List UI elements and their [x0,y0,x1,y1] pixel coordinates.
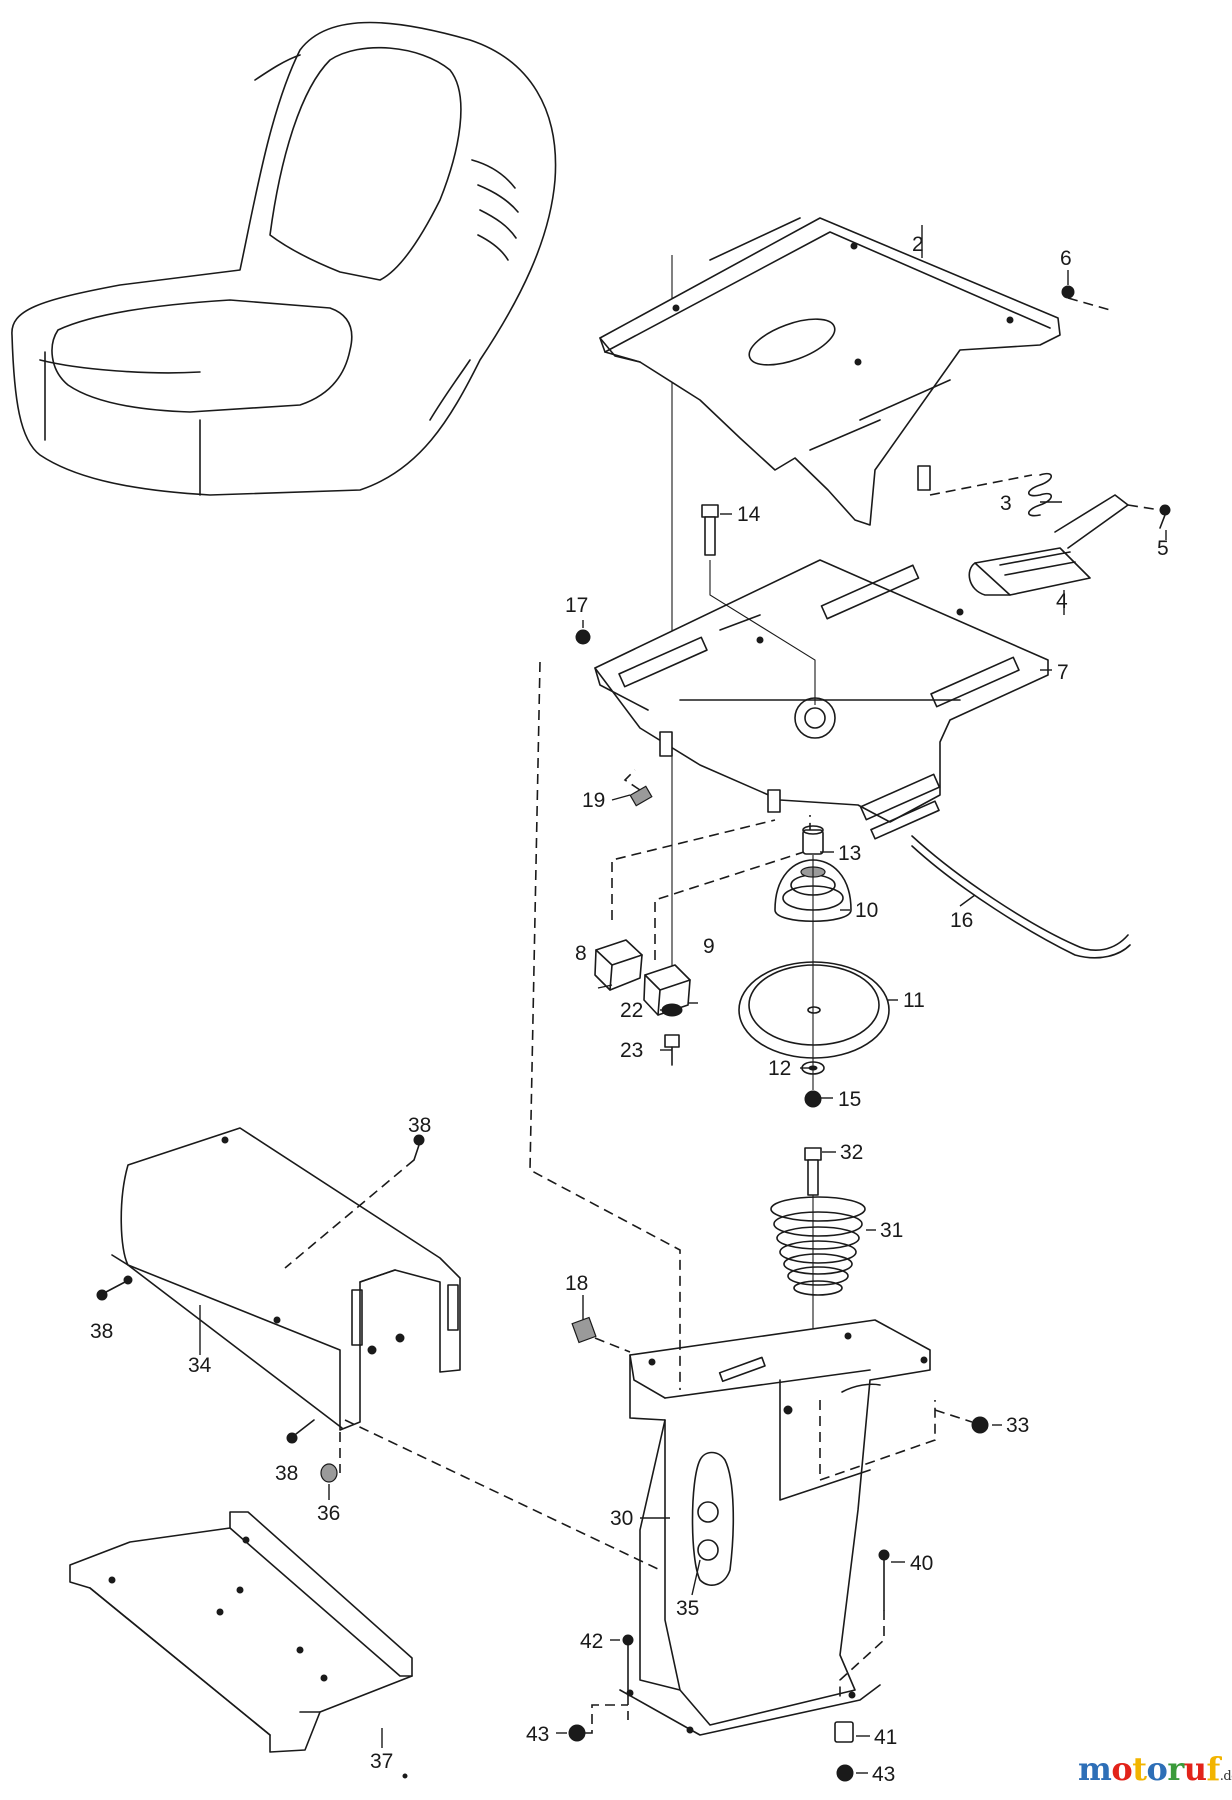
switch-8-guide [611,819,776,920]
callout-40: 40 [910,1552,933,1575]
callout-36: 36 [317,1502,340,1525]
callout-4: 4 [1056,590,1068,613]
part-37-base-plate [69,1511,413,1753]
brand-suffix: .de [1219,1769,1232,1784]
brand-letter: r [1167,1750,1184,1788]
part-8-switch [594,939,643,991]
brand-wordmark: motoruf [1078,1750,1220,1788]
callout-7: 7 [1057,661,1069,684]
part-32-bolt [804,1147,822,1196]
callout-11: 11 [903,989,925,1012]
callout-18: 18 [565,1272,588,1295]
part-36-nut [320,1432,341,1483]
part-34-cover [111,1127,461,1431]
part-5-bolt [1127,504,1171,529]
callout-43-left: 43 [526,1723,549,1746]
callout-leaders [199,225,1167,1774]
pedestal-guide [819,1400,936,1482]
part-11-plate [738,961,890,1059]
callout-43-right: 43 [872,1763,895,1786]
callout-31: 31 [880,1219,903,1242]
brand-letter: f [1206,1750,1220,1788]
brand-letter: t [1132,1750,1147,1788]
callout-13: 13 [838,842,861,865]
callout-3: 3 [1000,492,1012,515]
callout-38-top: 38 [408,1114,431,1137]
part-33-nut [934,1409,989,1434]
part-41-spacer [834,1721,854,1743]
part-2-seat-plate [599,217,1061,526]
callout-15: 15 [838,1088,861,1111]
part-15-nut [804,1090,822,1108]
callout-9: 9 [703,935,715,958]
part-6-nut [1061,285,1111,311]
callout-33: 33 [1006,1414,1029,1437]
callout-14: 14 [737,503,761,526]
callout-5: 5 [1157,537,1169,560]
part-30-pedestal [619,1319,931,1736]
part-17-nut [575,629,591,645]
callout-16: 16 [950,909,973,932]
callout-35: 35 [676,1597,699,1620]
callout-6: 6 [1060,247,1072,270]
callout-8: 8 [575,942,587,965]
part-38-screw-lower [286,1419,315,1444]
motoruf-logo: motoruf.de [1078,1750,1232,1788]
callout-23: 23 [620,1039,643,1062]
part-13-bushing [802,825,824,855]
brand-letter: o [1146,1750,1168,1788]
callout-17: 17 [565,594,588,617]
callout-30: 30 [610,1507,633,1530]
cover-to-pedestal-line [344,1419,661,1571]
part-40-bolt [839,1549,890,1700]
callout-42: 42 [580,1630,603,1653]
callout-38-left: 38 [90,1320,113,1343]
part-43-nut-right [836,1764,854,1782]
brand-letter: m [1078,1750,1112,1788]
part-7-slide-plate [594,559,1049,840]
callout-19: 19 [582,789,605,812]
part-4-lever-handle [968,494,1129,596]
callout-34: 34 [188,1354,212,1377]
callout-2: 2 [912,233,924,256]
part-38-screw-top [284,1134,425,1269]
part-3-spring [929,472,1053,517]
part-9-switch [643,964,691,1016]
frame-guide-17 [529,661,681,1390]
part-38-screw-left [96,1281,126,1301]
callout-22: 22 [620,999,643,1022]
callout-10: 10 [855,899,878,922]
callout-12: 12 [768,1057,791,1080]
callout-32: 32 [840,1141,863,1164]
part-19-screw [623,769,653,807]
part-43-nut-left [568,1704,628,1742]
callout-labels: 2 3 4 5 6 7 8 9 10 11 12 13 14 15 16 17 … [90,233,1169,1786]
part-18-bolt [571,1316,631,1353]
callout-37: 37 [370,1750,393,1773]
brand-letter: u [1183,1750,1207,1788]
brand-letter: o [1111,1750,1133,1788]
part-16-adjust-rod [911,835,1131,959]
part-14-bolt [701,504,816,705]
callout-41: 41 [874,1726,897,1749]
stray-dot [402,1773,408,1779]
seat [11,21,557,496]
part-42-bolt [622,1634,634,1720]
callout-38-lower: 38 [275,1462,298,1485]
